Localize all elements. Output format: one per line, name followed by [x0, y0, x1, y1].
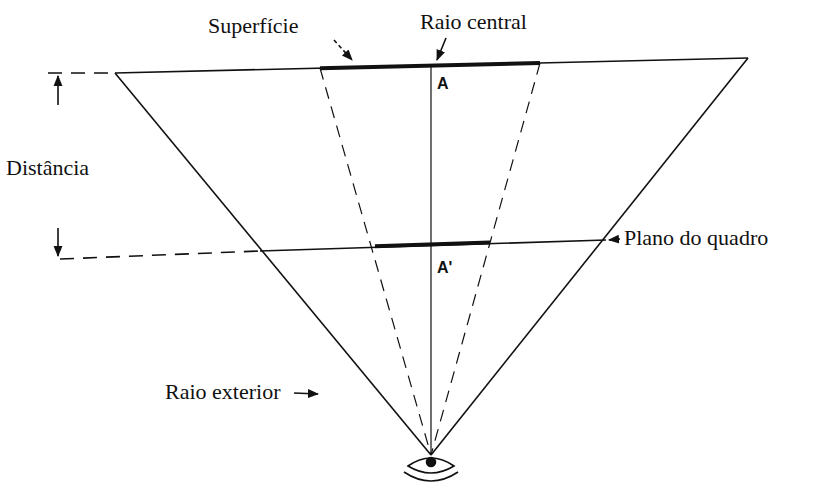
picture-plane-dashed: [60, 251, 260, 259]
surface-label: Superfície: [208, 14, 298, 38]
distance-arrow: [57, 76, 59, 105]
picture-plane-segment: [375, 243, 490, 247]
point-label: A: [437, 75, 449, 93]
surface-segment: [320, 63, 540, 68]
dashed-ray: [431, 63, 540, 455]
leader-arrow: [294, 393, 318, 394]
picture-plane-label: Plano do quadro: [624, 226, 768, 250]
distance-label: Distância: [6, 156, 89, 180]
leader-arrow: [609, 239, 620, 240]
eye-outline: [408, 458, 454, 473]
eye-lid: [404, 472, 458, 481]
point-label: A': [437, 259, 452, 277]
outer-ray-label: Raio exterior: [165, 380, 280, 404]
eye-pupil: [427, 458, 436, 467]
central-ray: [430, 65, 431, 455]
distance-tick: [48, 72, 112, 74]
leader-arrow: [334, 40, 352, 60]
distance-arrow: [57, 228, 59, 256]
central-ray-label: Raio central: [420, 10, 527, 34]
leader-arrow: [437, 38, 446, 60]
outer-ray: [431, 58, 748, 455]
outer-ray: [115, 73, 431, 455]
picture-plane: [260, 240, 606, 251]
dashed-ray: [320, 68, 431, 455]
